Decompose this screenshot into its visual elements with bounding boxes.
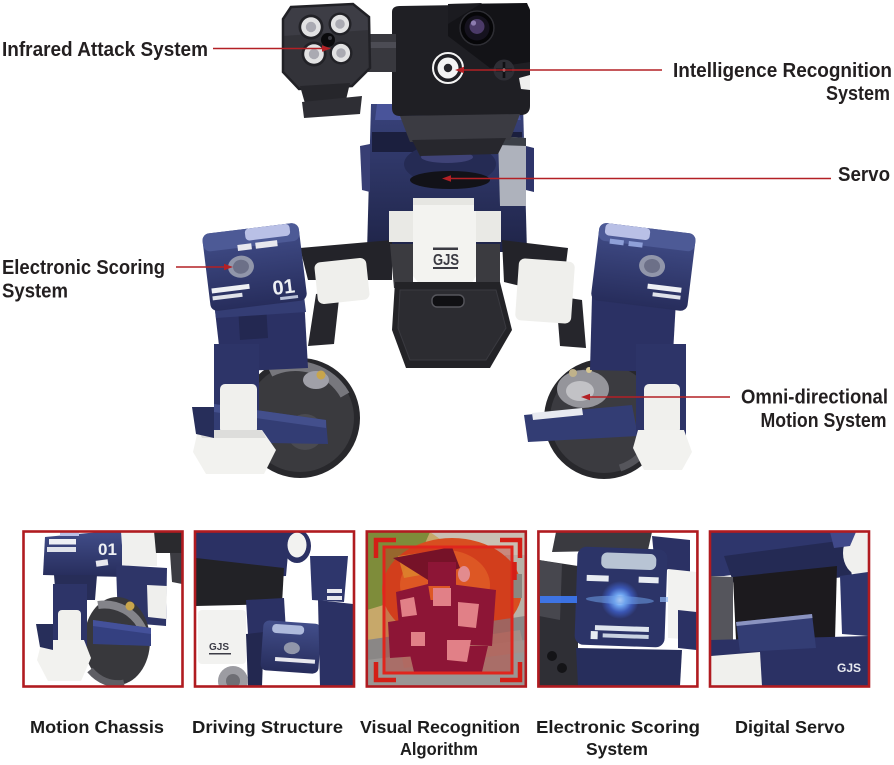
svg-text:Digital Servo: Digital Servo — [735, 717, 845, 737]
svg-text:Intelligence Recognition: Intelligence Recognition — [673, 59, 892, 82]
svg-text:System: System — [2, 280, 68, 303]
svg-text:GJS: GJS — [433, 252, 459, 269]
svg-text:Driving Structure: Driving Structure — [192, 717, 343, 737]
svg-text:Visual Recognition: Visual Recognition — [360, 717, 520, 737]
svg-text:Algorithm: Algorithm — [400, 739, 478, 759]
svg-text:Motion Chassis: Motion Chassis — [30, 717, 164, 737]
svg-text:Servo: Servo — [838, 163, 890, 186]
svg-text:Electronic Scoring: Electronic Scoring — [536, 717, 700, 737]
svg-text:Motion System: Motion System — [761, 409, 887, 432]
svg-text:GJS: GJS — [837, 661, 861, 675]
svg-text:GJS: GJS — [209, 642, 229, 653]
svg-text:Electronic Scoring: Electronic Scoring — [2, 256, 165, 279]
svg-text:Omni-directional: Omni-directional — [741, 386, 888, 409]
svg-text:System: System — [586, 739, 648, 759]
svg-text:Infrared Attack System: Infrared Attack System — [2, 38, 208, 61]
svg-text:System: System — [826, 82, 890, 105]
svg-text:01: 01 — [98, 540, 117, 559]
